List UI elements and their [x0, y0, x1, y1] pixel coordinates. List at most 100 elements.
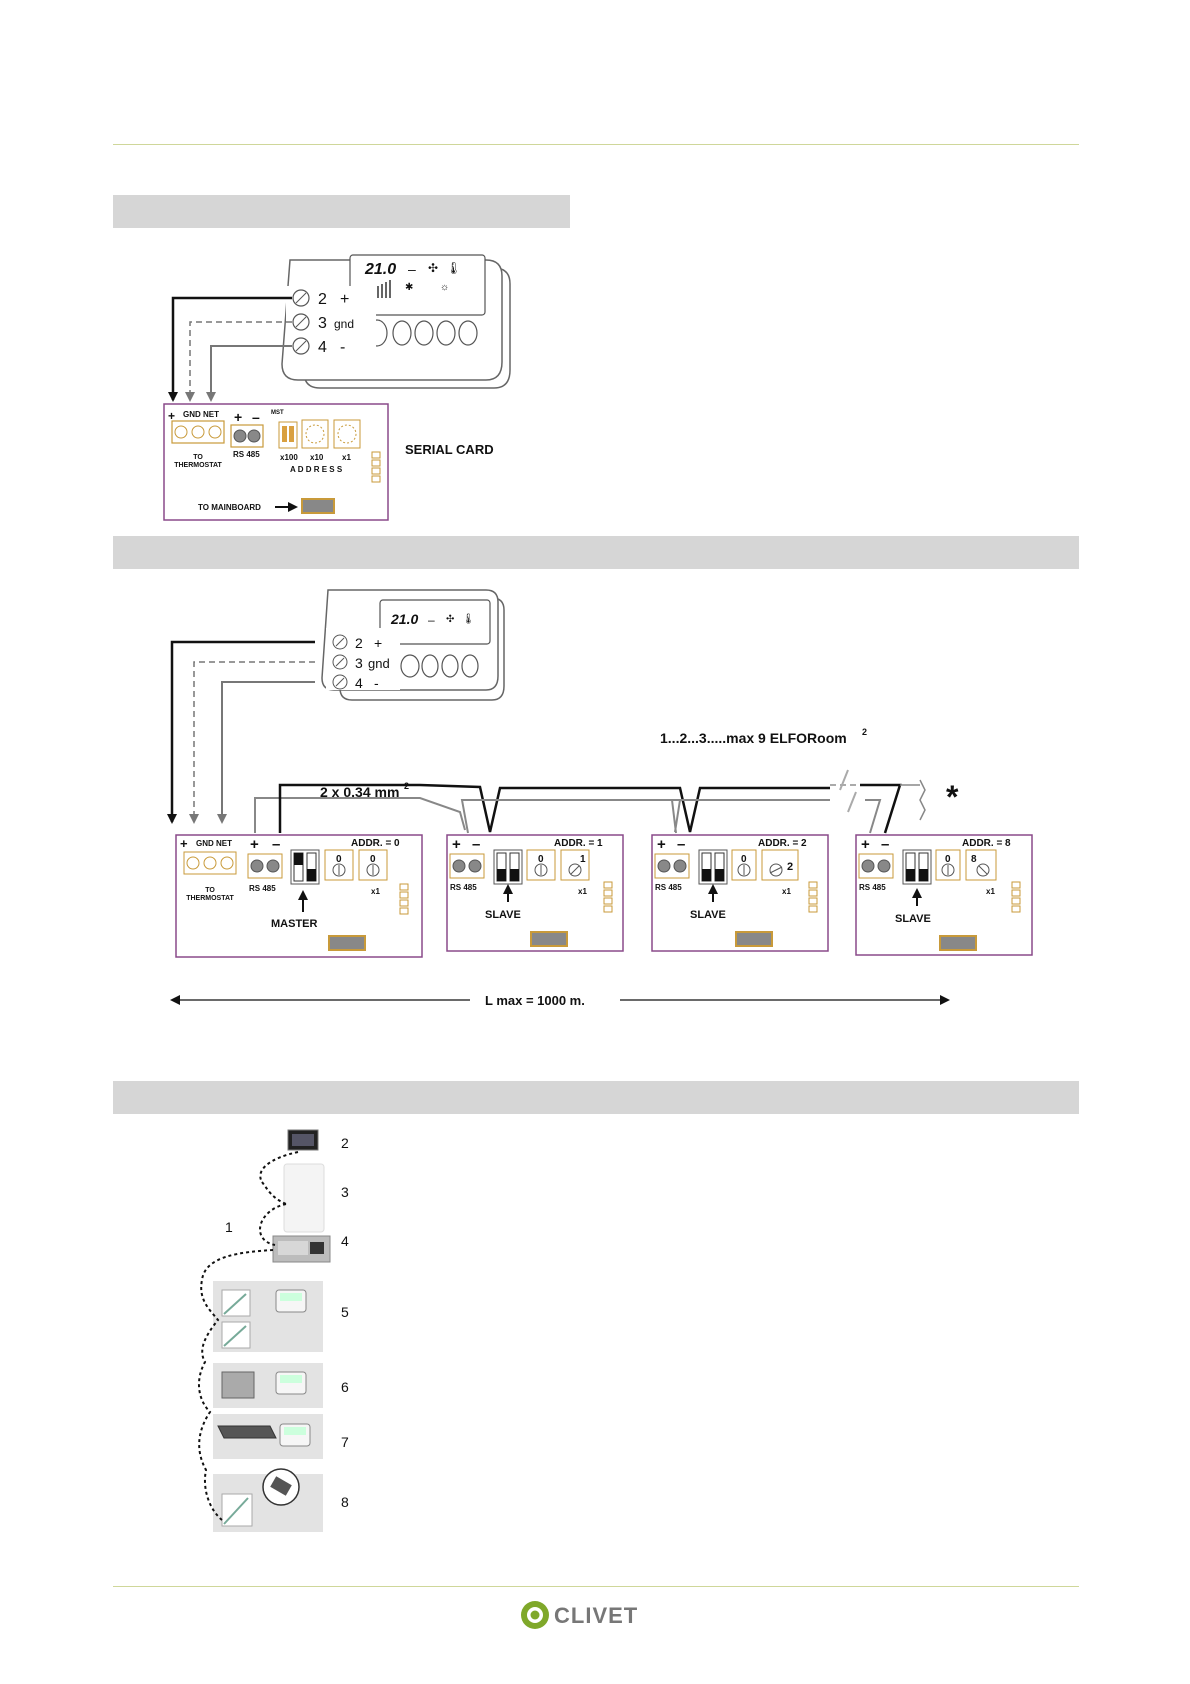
card0-mainboard-connector [328, 935, 366, 951]
card8-addr: ADDR. = 8 [962, 838, 1011, 849]
logo-mark-icon [521, 1601, 549, 1629]
cassette-unit-icon [217, 1425, 277, 1439]
button-icon [392, 320, 412, 346]
card0-rs-minus: – [272, 836, 280, 853]
item-label-2: 2 [341, 1135, 349, 1151]
units-count-label: 1...2...3.....max 9 ELFORoom [660, 730, 847, 746]
card1-digit1: 0 [538, 854, 544, 865]
card8-digit2: 8 [971, 854, 977, 865]
card8-rs485-label: RS 485 [859, 883, 886, 892]
terminal-3-sym: gnd [334, 317, 354, 331]
card0-digit1: 0 [336, 854, 342, 865]
x100-switch [278, 421, 298, 449]
fan-icon: ✣ [428, 261, 438, 275]
wires-2 [167, 640, 315, 824]
card0-plus: + [180, 836, 188, 851]
logo-wordmark: CLIVET [554, 1603, 638, 1628]
terminal-2-sym: + [340, 291, 349, 308]
thermostat-2: 21.0 – ✣ 🌡 2 + 3 gnd 4 - [321, 589, 505, 701]
card2-plus: + [657, 836, 666, 853]
section-2-diagram: 21.0 – ✣ 🌡 2 + 3 gnd 4 - [167, 589, 1033, 1008]
item-label-5: 5 [341, 1304, 349, 1320]
section-2-header [113, 536, 1079, 569]
terminal-4-sym: - [374, 675, 379, 691]
to-mainboard-label: TO MAINBOARD [198, 503, 261, 512]
serial-card: + GND NET TO THERMOSTAT + – RS 485 MST x… [163, 403, 389, 521]
display-temperature-2: 21.0 [390, 611, 418, 627]
sun-icon: ☼ [440, 282, 449, 293]
item-label-4: 4 [341, 1233, 349, 1249]
section-1-diagram: 21.0 – ✣ 🌡 ✱ ☼ [163, 254, 511, 521]
card2-minus: – [677, 836, 685, 853]
rs485-label: RS 485 [233, 450, 260, 459]
display-temperature: 21.0 [364, 261, 396, 278]
button-icon [436, 320, 456, 346]
snowflake-icon: ✱ [405, 282, 413, 293]
card0-addr: ADDR. = 0 [351, 838, 400, 849]
card1-leds [603, 881, 613, 913]
bus-card-master: + GND NET TO THERMOSTAT + – RS 485 0 0 A… [175, 834, 423, 958]
card2-role: SLAVE [690, 909, 726, 921]
units-count-sup: 2 [862, 727, 867, 737]
card0-gnd-net: GND NET [196, 839, 232, 848]
x100-label: x100 [280, 453, 298, 462]
item-label-8: 8 [341, 1494, 349, 1510]
length-label: L max = 1000 m. [485, 993, 585, 1008]
button-icon [414, 320, 434, 346]
bottom-rule [113, 1586, 1079, 1587]
card2-mainboard-connector [735, 931, 773, 947]
mst-label: MST [271, 410, 284, 416]
card1-addr: ADDR. = 1 [554, 838, 603, 849]
terminal-2-sym: + [374, 635, 382, 651]
cabinet-unit-icon [283, 1163, 325, 1233]
card2-rs485-label: RS 485 [655, 883, 682, 892]
card1-mainboard-connector [530, 931, 568, 947]
card8-role: SLAVE [895, 913, 931, 925]
card8-plus: + [861, 836, 870, 853]
terminal-4-num: 4 [318, 339, 327, 356]
card8-mainboard-connector [939, 935, 977, 951]
card0-role: MASTER [271, 918, 318, 930]
card0-leds [399, 883, 409, 915]
terminal-3-num: 3 [318, 315, 327, 332]
terminal-block: 2 + 3 gnd 4 - [292, 289, 354, 356]
card2-leds [808, 881, 818, 913]
card8-minus: – [881, 836, 889, 853]
asterisk-note: * [946, 779, 959, 815]
bus-card-slave-8: + – RS 485 0 8 ADDR. = 8 x1 SLAVE [855, 834, 1033, 956]
terminal-3-num: 3 [355, 655, 363, 671]
x1-label: x1 [342, 453, 351, 462]
terminal-2-num: 2 [355, 635, 363, 651]
card1-x1: x1 [578, 887, 587, 896]
fan-icon: ✣ [446, 614, 454, 625]
item-label-6: 6 [341, 1379, 349, 1395]
cable-spec-sup: 2 [404, 781, 409, 791]
card2-digit2: 2 [787, 861, 793, 873]
card2-addr: ADDR. = 2 [758, 838, 807, 849]
terminal-2-num: 2 [318, 291, 327, 308]
wires-1 [168, 296, 292, 402]
terminal-4-num: 4 [355, 675, 363, 691]
cable-spec: 2 x 0.34 mm [320, 784, 399, 800]
thermostat-1: 21.0 – ✣ 🌡 ✱ ☼ [281, 254, 511, 389]
thermometer-icon: 🌡 [462, 613, 475, 625]
section-1-header [113, 195, 570, 228]
x10-label: x10 [310, 453, 324, 462]
serial-card-title: SERIAL CARD [405, 442, 494, 457]
card8-x1: x1 [986, 887, 995, 896]
to-thermostat-line2: THERMOSTAT [174, 462, 222, 469]
to-thermostat-line1: TO [193, 454, 203, 461]
card1-plus: + [452, 836, 461, 853]
led-strip [371, 451, 381, 483]
card1-minus: – [472, 836, 480, 853]
terminal-4-sym: - [340, 339, 345, 356]
terminal-block-2: 2 + 3 gnd 4 - [332, 634, 390, 691]
card-plus: + [168, 409, 175, 423]
card0-to-thermostat-1: TO [205, 887, 215, 894]
address-label: A D D R E S S [290, 465, 343, 474]
section-3-diagram: 1 2 3 4 5 6 7 8 [198, 1129, 349, 1532]
rs485-minus: – [252, 409, 260, 425]
card1-role: SLAVE [485, 909, 521, 921]
bus-cable [254, 769, 926, 834]
